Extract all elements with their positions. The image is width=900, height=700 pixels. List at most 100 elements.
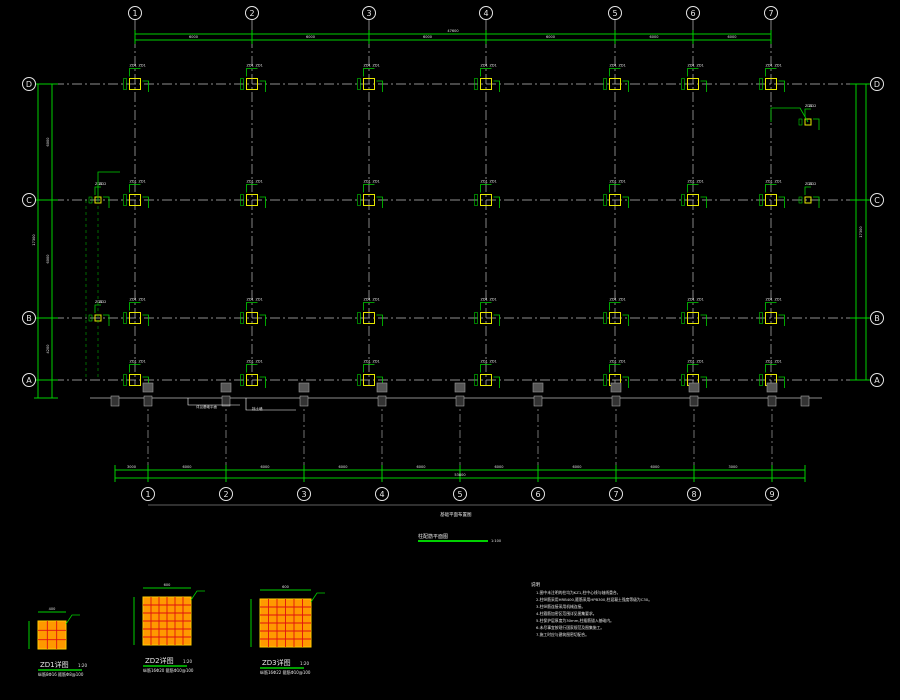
plan-title: 柱配筋平面图 [418,533,448,540]
leader-line [94,186,101,195]
dim-text: 6000 [46,138,50,147]
leader-line [765,68,777,77]
leader-line [129,302,141,311]
leader-line [246,184,258,193]
column-tag: ZD1 [139,360,146,364]
grid-bubble-label: 2 [249,9,254,18]
column-outline [480,312,492,324]
column-tag: ZD1 [688,298,695,302]
column-tag: ZD1 [139,298,146,302]
pier-base [377,395,387,407]
column-outline [246,312,258,324]
leader-line [363,302,375,311]
column-tag: ZD1 [490,360,497,364]
grid-bubble-label: 7 [768,9,773,18]
leader-line [142,314,149,326]
grid-bubble-top: 2 [245,6,259,20]
column-outline [129,78,141,90]
column-tag: ZD1 [364,64,371,68]
leader-line [259,196,266,208]
column-tag: ZD2 [809,182,816,186]
column-tag: ZD1 [481,360,488,364]
pier [532,382,544,393]
dim-text: 6000 [423,35,432,39]
grid-bubble-circle [22,193,36,207]
column-tag: ZD1 [766,64,773,68]
pier-base [767,395,777,407]
grid-bubble-label: 3 [366,9,371,18]
column-tag: ZD1 [697,180,704,184]
leader-line [480,184,492,193]
dim-text: 6000 [495,465,504,469]
column-tag: ZD1 [610,180,617,184]
column-outline [246,374,258,386]
column-tag: ZD1 [619,64,626,68]
leader-line [700,376,707,388]
grid-bubble-circle [375,487,389,501]
grid-bubble-circle [686,6,700,20]
grid-bubble-circle [870,373,884,387]
pier [766,382,778,393]
column-tag: ZD1 [490,180,497,184]
rebar-mark [474,78,478,90]
leader-line [259,80,266,92]
rebar-mark [681,78,685,90]
foundation-row [110,382,810,411]
column-tag: ZD1 [130,360,137,364]
grid-bubble-label: B [26,314,32,323]
grid-bubble-circle [764,6,778,20]
column-tag: ZD2 [95,300,102,304]
leader-line [765,184,777,193]
column-tag: ZD1 [139,180,146,184]
grid-bubble-bottom: 2 [219,487,233,501]
dim-text: 53800 [454,473,465,477]
leader-line [622,314,629,326]
grid-bubble-circle [453,487,467,501]
grid-bubble-label: 9 [769,490,774,499]
grid-bubble-label: A [874,376,880,385]
leader-line [700,80,707,92]
leader-line [103,314,110,326]
rebar-mark [123,374,127,386]
dim-text: 3000 [127,465,136,469]
grid-bubble-label: 4 [379,490,384,499]
column-outline [804,118,812,126]
column-tag: ZD1 [688,64,695,68]
pier-base [110,395,120,407]
column-tag: ZD1 [256,64,263,68]
column-outline [687,194,699,206]
grid-bubble-circle [22,373,36,387]
leader-line [493,314,500,326]
grid-bubble-right: A [870,373,884,387]
dim-text: 6000 [650,35,659,39]
detail-title: ZD3详图 [262,658,291,667]
rebar-mark [759,194,763,206]
leader-line [129,364,141,373]
column-tag: ZD1 [130,64,137,68]
note-line: 1.图中未注明的柱均为KZ1,柱中心线与轴线重合。 [536,590,620,595]
grid-bubble-label: 4 [483,9,488,18]
column-tag: ZD1 [697,298,704,302]
leader-line [700,314,707,326]
column-tag: ZD1 [481,64,488,68]
dim-text: 4200 [46,345,50,354]
rebar-mark [240,78,244,90]
leader-line [94,304,101,313]
column-tag: ZD1 [697,64,704,68]
leader-line [687,184,699,193]
rebar-mark [681,194,685,206]
column-tag: ZD1 [775,298,782,302]
column-tag: ZD1 [619,298,626,302]
